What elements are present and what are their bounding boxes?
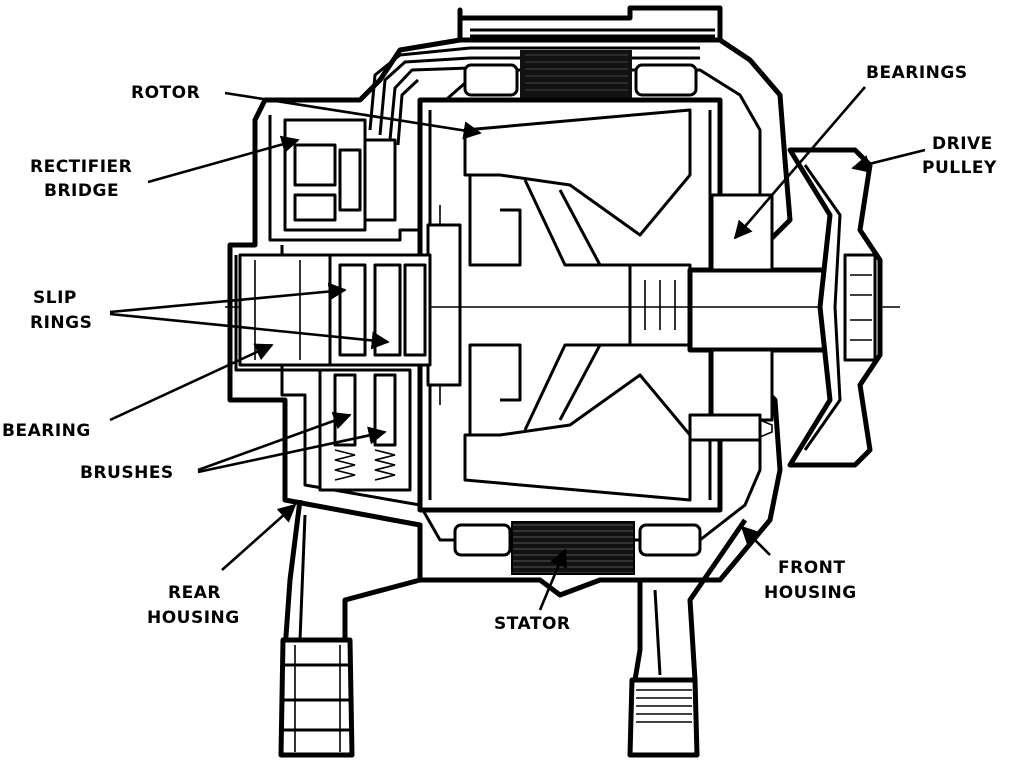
label-drive-line2: PULLEY xyxy=(922,158,997,178)
label-front-line2: HOUSING xyxy=(764,583,857,603)
label-front-line1: FRONT xyxy=(778,558,845,578)
label-rectifier-line2: BRIDGE xyxy=(44,181,119,201)
rotor-assembly xyxy=(417,97,723,513)
label-brushes: BRUSHES xyxy=(80,463,174,483)
label-rectifier-line1: RECTIFIER xyxy=(30,157,132,177)
leader-slip-1 xyxy=(109,282,347,314)
leader-rear-housing xyxy=(221,503,297,571)
leader-brushes-1 xyxy=(197,412,352,472)
leader-front-housing xyxy=(740,525,771,556)
leader-bearings xyxy=(733,86,866,240)
slip-ring-assembly xyxy=(234,253,432,372)
leader-drive-pulley xyxy=(851,148,926,173)
label-rear-line2: HOUSING xyxy=(147,608,240,628)
leader-slip-2 xyxy=(109,312,390,350)
label-slip-line1: SLIP xyxy=(33,288,77,308)
label-bearings: BEARINGS xyxy=(866,63,968,83)
brush-holder xyxy=(318,368,412,492)
leader-bearing xyxy=(109,343,274,422)
label-drive-line1: DRIVE xyxy=(932,134,993,154)
label-rotor: ROTOR xyxy=(131,83,200,103)
stator-windings xyxy=(453,50,702,575)
labels: ROTOR RECTIFIER BRIDGE SLIP RINGS BEARIN… xyxy=(2,63,997,634)
leader-brushes-2 xyxy=(197,426,387,474)
leader-stator xyxy=(538,548,568,611)
label-slip-line2: RINGS xyxy=(30,313,92,333)
label-rear-line1: REAR xyxy=(168,583,221,603)
label-bearing: BEARING xyxy=(2,421,91,441)
label-stator: STATOR xyxy=(494,614,571,634)
leader-rotor xyxy=(224,91,482,140)
leader-rectifier xyxy=(147,135,300,184)
leader-lines xyxy=(109,86,926,611)
rectifier-bridge xyxy=(283,118,397,232)
